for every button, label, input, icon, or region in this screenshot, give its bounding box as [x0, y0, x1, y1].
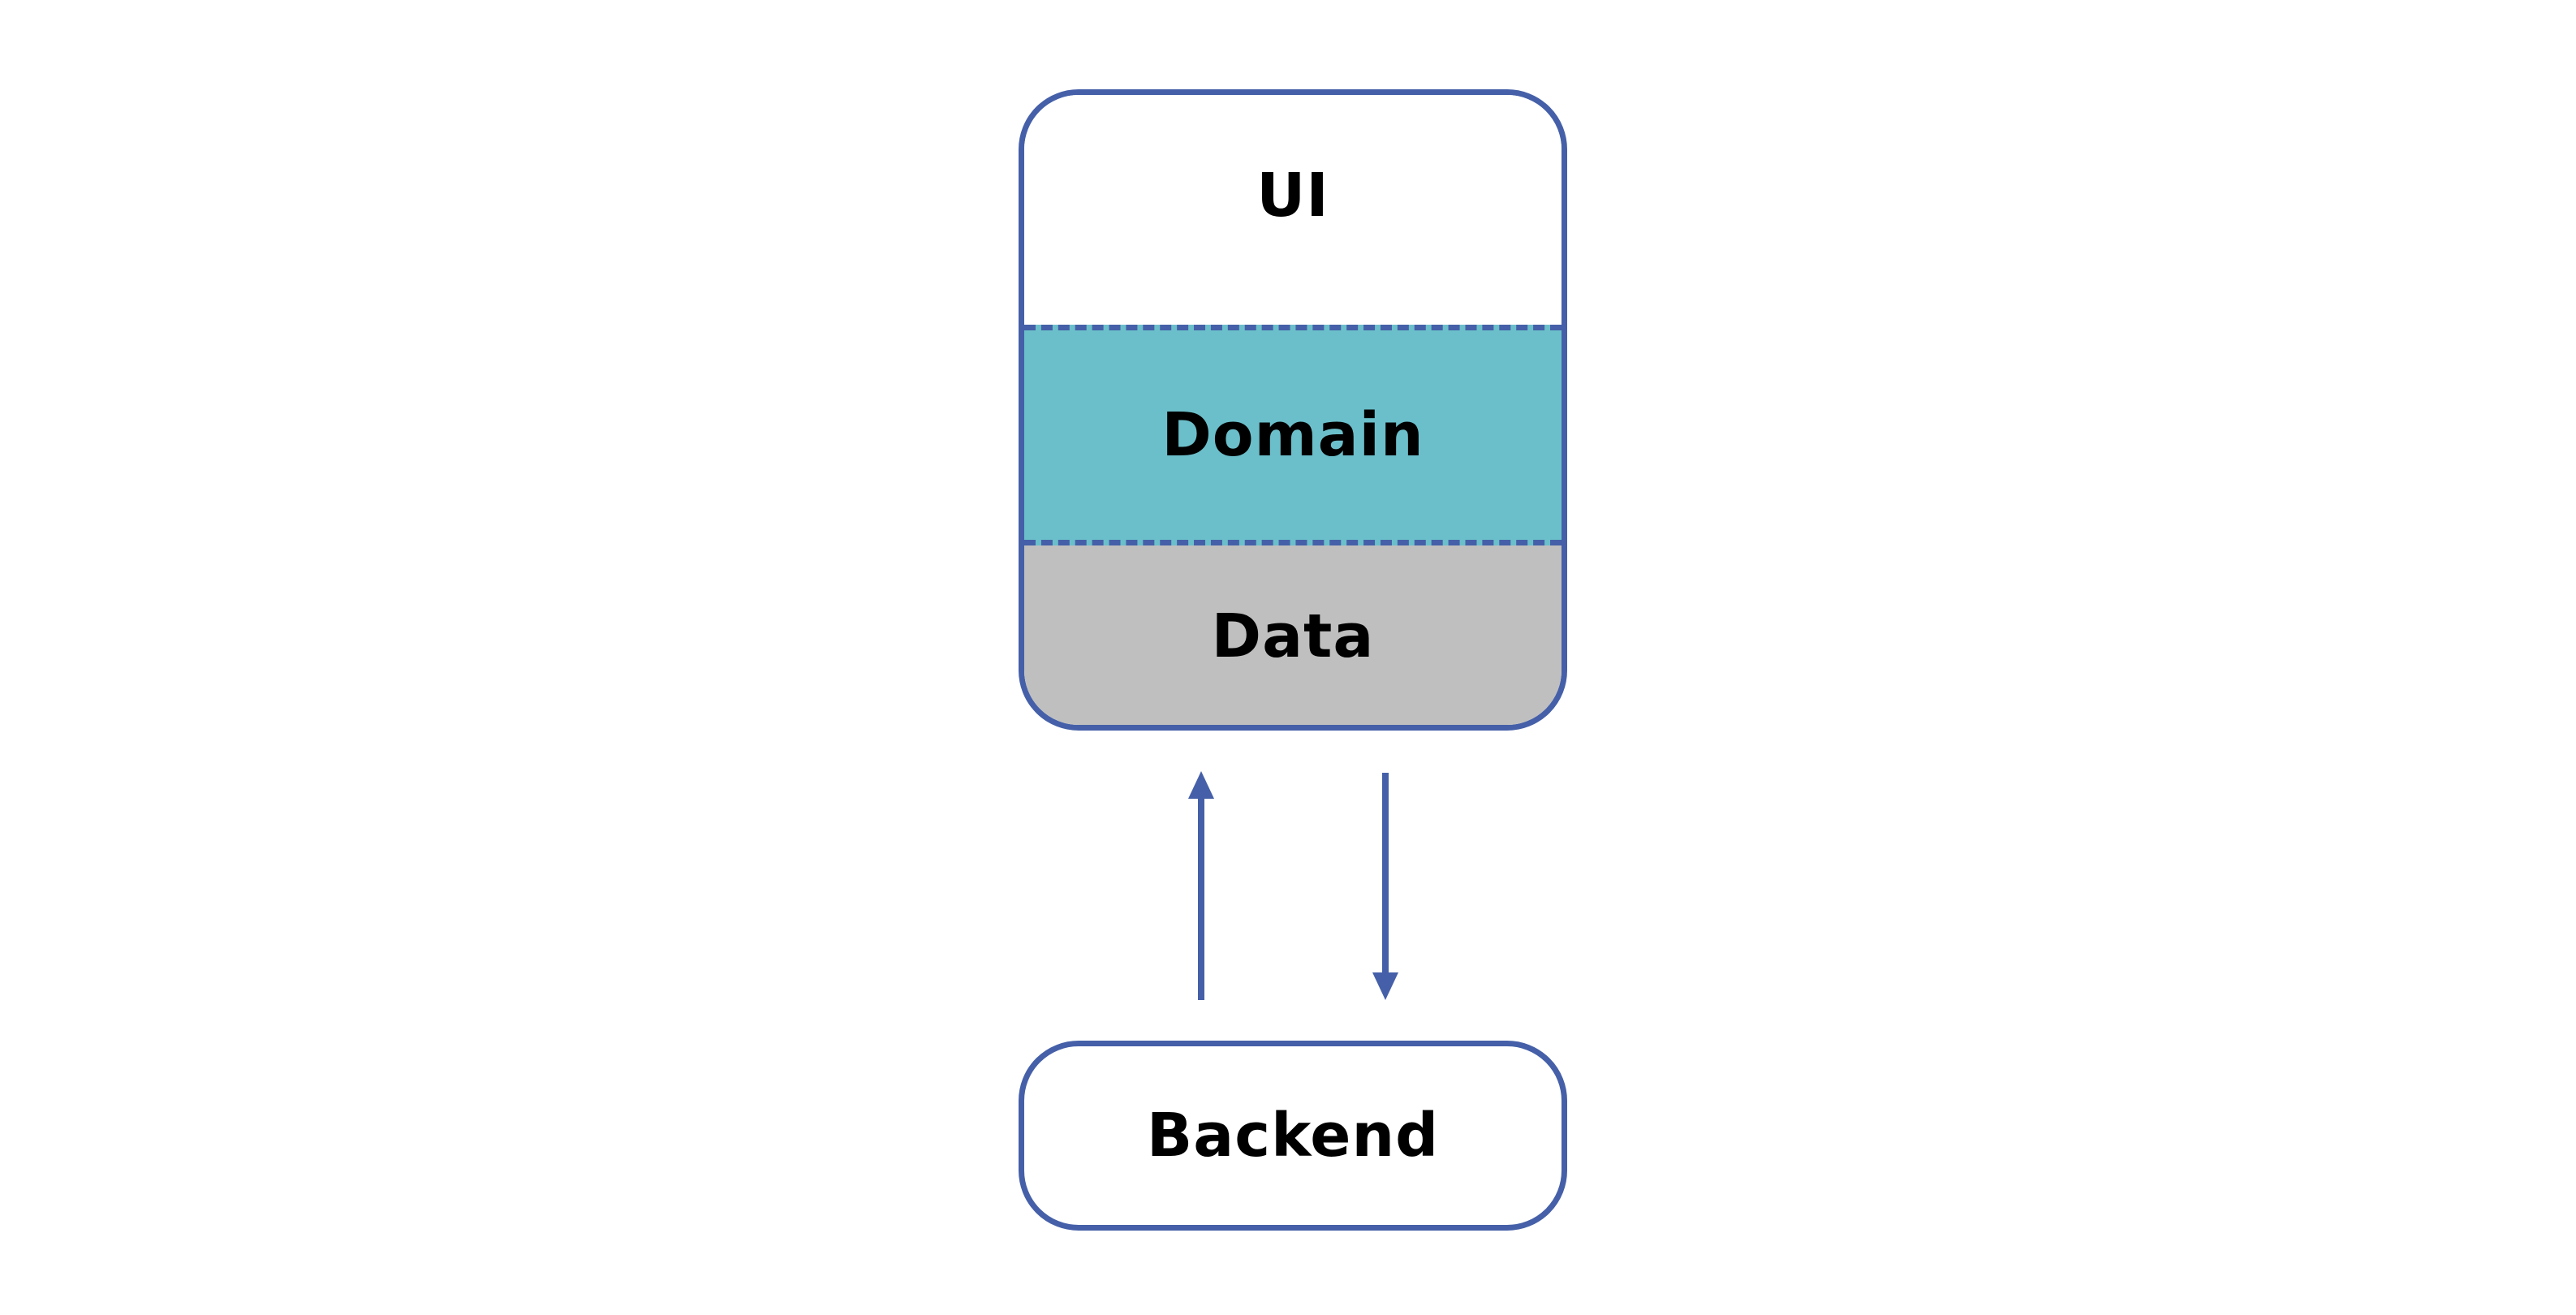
domain-layer-label: Domain	[1161, 400, 1424, 470]
backend-label: Backend	[1146, 1101, 1440, 1171]
domain-layer: Domain	[1024, 325, 1562, 545]
ui-layer: UI	[1024, 95, 1562, 325]
app-layer-stack: UI Domain Data	[1019, 89, 1567, 731]
arrow-down-data-to-backend	[1372, 773, 1398, 1000]
data-layer: Data	[1024, 545, 1562, 725]
data-layer-label: Data	[1211, 601, 1375, 671]
arrow-up-backend-to-data	[1188, 771, 1214, 1000]
backend-box: Backend	[1019, 1041, 1567, 1231]
ui-layer-label: UI	[1256, 160, 1329, 231]
